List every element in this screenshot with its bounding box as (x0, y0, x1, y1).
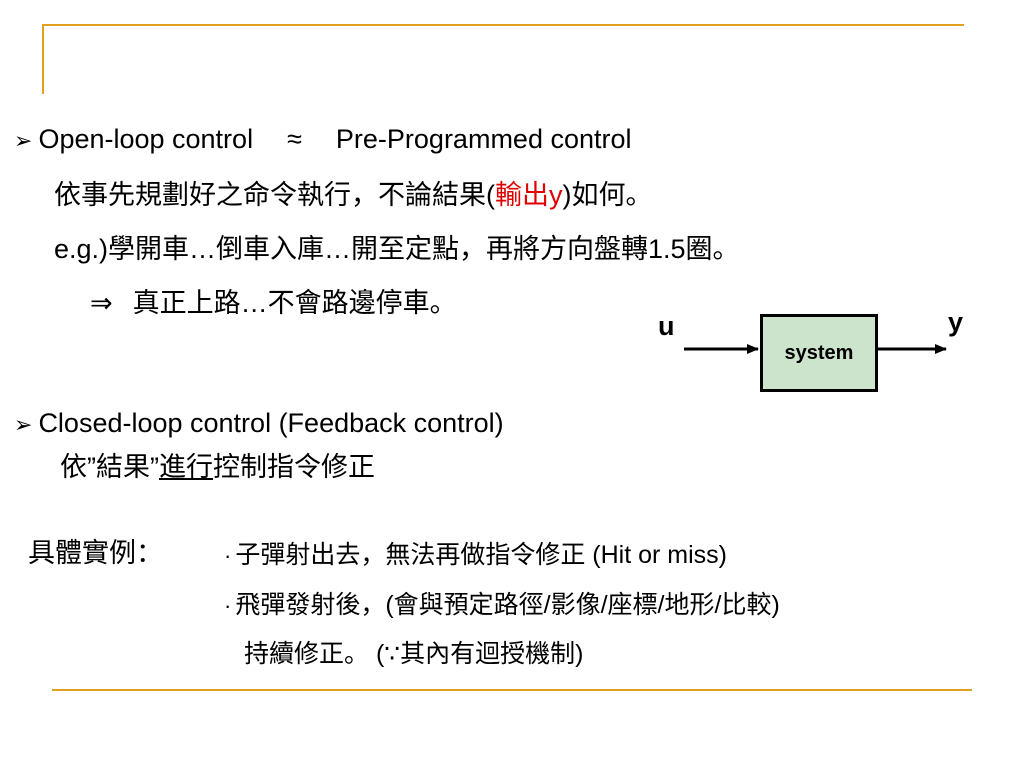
decorative-bottom-line (52, 689, 972, 691)
example-item-missile-continued: 持續修正。 (∵其內有迴授機制) (244, 640, 584, 668)
open-loop-heading: ➢Open-loop control ≈ Pre-Programmed contro… (14, 122, 632, 159)
system-block: system (760, 314, 878, 392)
open-loop-title: Open-loop control (38, 124, 254, 154)
arrow-bullet-icon: ➢ (14, 129, 33, 154)
open-loop-consequence: ⇒真正上路…不會路邊停車。 (90, 288, 457, 318)
closed-loop-heading: ➢Closed-loop control (Feedback control) (14, 406, 504, 443)
implies-symbol: ⇒ (90, 288, 113, 318)
example-item-bullet: ·子彈射出去，無法再做指令修正 (Hit or miss) (224, 541, 727, 569)
approx-symbol: ≈ (287, 124, 302, 154)
diagram-arrows (684, 344, 947, 354)
arrow-bullet-icon: ➢ (14, 413, 33, 438)
example-item-missile: ·飛彈發射後，(會與預定路徑/影像/座標/地形/比較) (224, 591, 780, 619)
output-y-highlight: 輸出y (495, 180, 563, 210)
closed-loop-description: 依”結果”進行控制指令修正 (60, 452, 375, 482)
closed-loop-title: Closed-loop control (Feedback control) (38, 408, 504, 438)
system-label: system (784, 341, 854, 364)
examples-label: 具體實例： (28, 538, 163, 568)
dot-bullet-icon: · (224, 543, 232, 568)
decorative-left-line (42, 24, 44, 94)
underlined-text: 進行 (158, 452, 213, 482)
output-y-label: y (948, 307, 964, 337)
input-u-label: u (658, 311, 675, 341)
dot-bullet-icon: · (224, 593, 232, 618)
decorative-top-line (42, 24, 964, 26)
open-loop-description: 依事先規劃好之命令執行，不論結果(輸出y)如何。 (54, 180, 653, 210)
system-block-diagram: u system y (650, 305, 980, 405)
pre-programmed-title: Pre-Programmed control (335, 124, 632, 154)
open-loop-example: e.g.)學開車…倒車入庫…開至定點，再將方向盤轉1.5圈。 (54, 234, 740, 264)
